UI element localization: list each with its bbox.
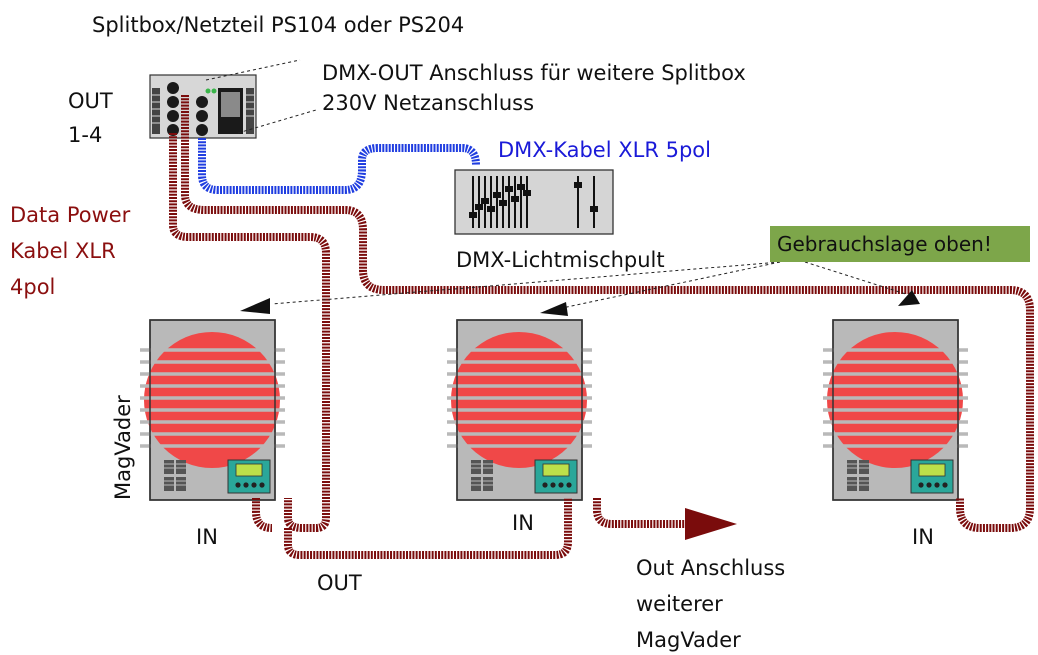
mixer-label: DMX-Lichtmischpult — [456, 248, 665, 272]
in-label-3: IN — [912, 525, 934, 549]
data-power-label-1: Data Power — [10, 203, 131, 227]
splitbox — [149, 74, 257, 139]
out-more-label-1: Out Anschluss — [636, 556, 785, 580]
dmx-out-label: DMX-OUT Anschluss für weitere Splitbox — [322, 61, 746, 85]
out-more-label-3: MagVader — [636, 628, 741, 652]
magvader-1 — [138, 318, 287, 502]
in-label-1: IN — [196, 525, 218, 549]
out-more-label-2: weiterer — [636, 592, 723, 616]
orientation-note-box — [770, 226, 1030, 262]
data-power-label-3: 4pol — [10, 275, 55, 299]
in-label-2: IN — [512, 511, 534, 535]
out-arrow — [685, 508, 737, 540]
orientation-note: Gebrauchslage oben! — [777, 232, 992, 256]
out-bottom-label: OUT — [317, 571, 362, 595]
data-power-label-2: Kabel XLR — [10, 239, 116, 263]
dmx-cable-label: DMX-Kabel XLR 5pol — [498, 138, 711, 162]
splitbox-title: Splitbox/Netzteil PS104 oder PS204 — [92, 13, 464, 37]
magvader-2 — [445, 318, 594, 502]
dmx-cable — [198, 138, 480, 194]
device-name-label: MagVader — [111, 395, 135, 500]
out-range-label: 1-4 — [68, 123, 102, 147]
dmx-mixer — [454, 169, 614, 235]
out-label: OUT — [68, 89, 113, 113]
mains-label: 230V Netzanschluss — [322, 91, 534, 115]
magvader-3 — [821, 318, 970, 502]
power-cables — [169, 95, 1034, 559]
